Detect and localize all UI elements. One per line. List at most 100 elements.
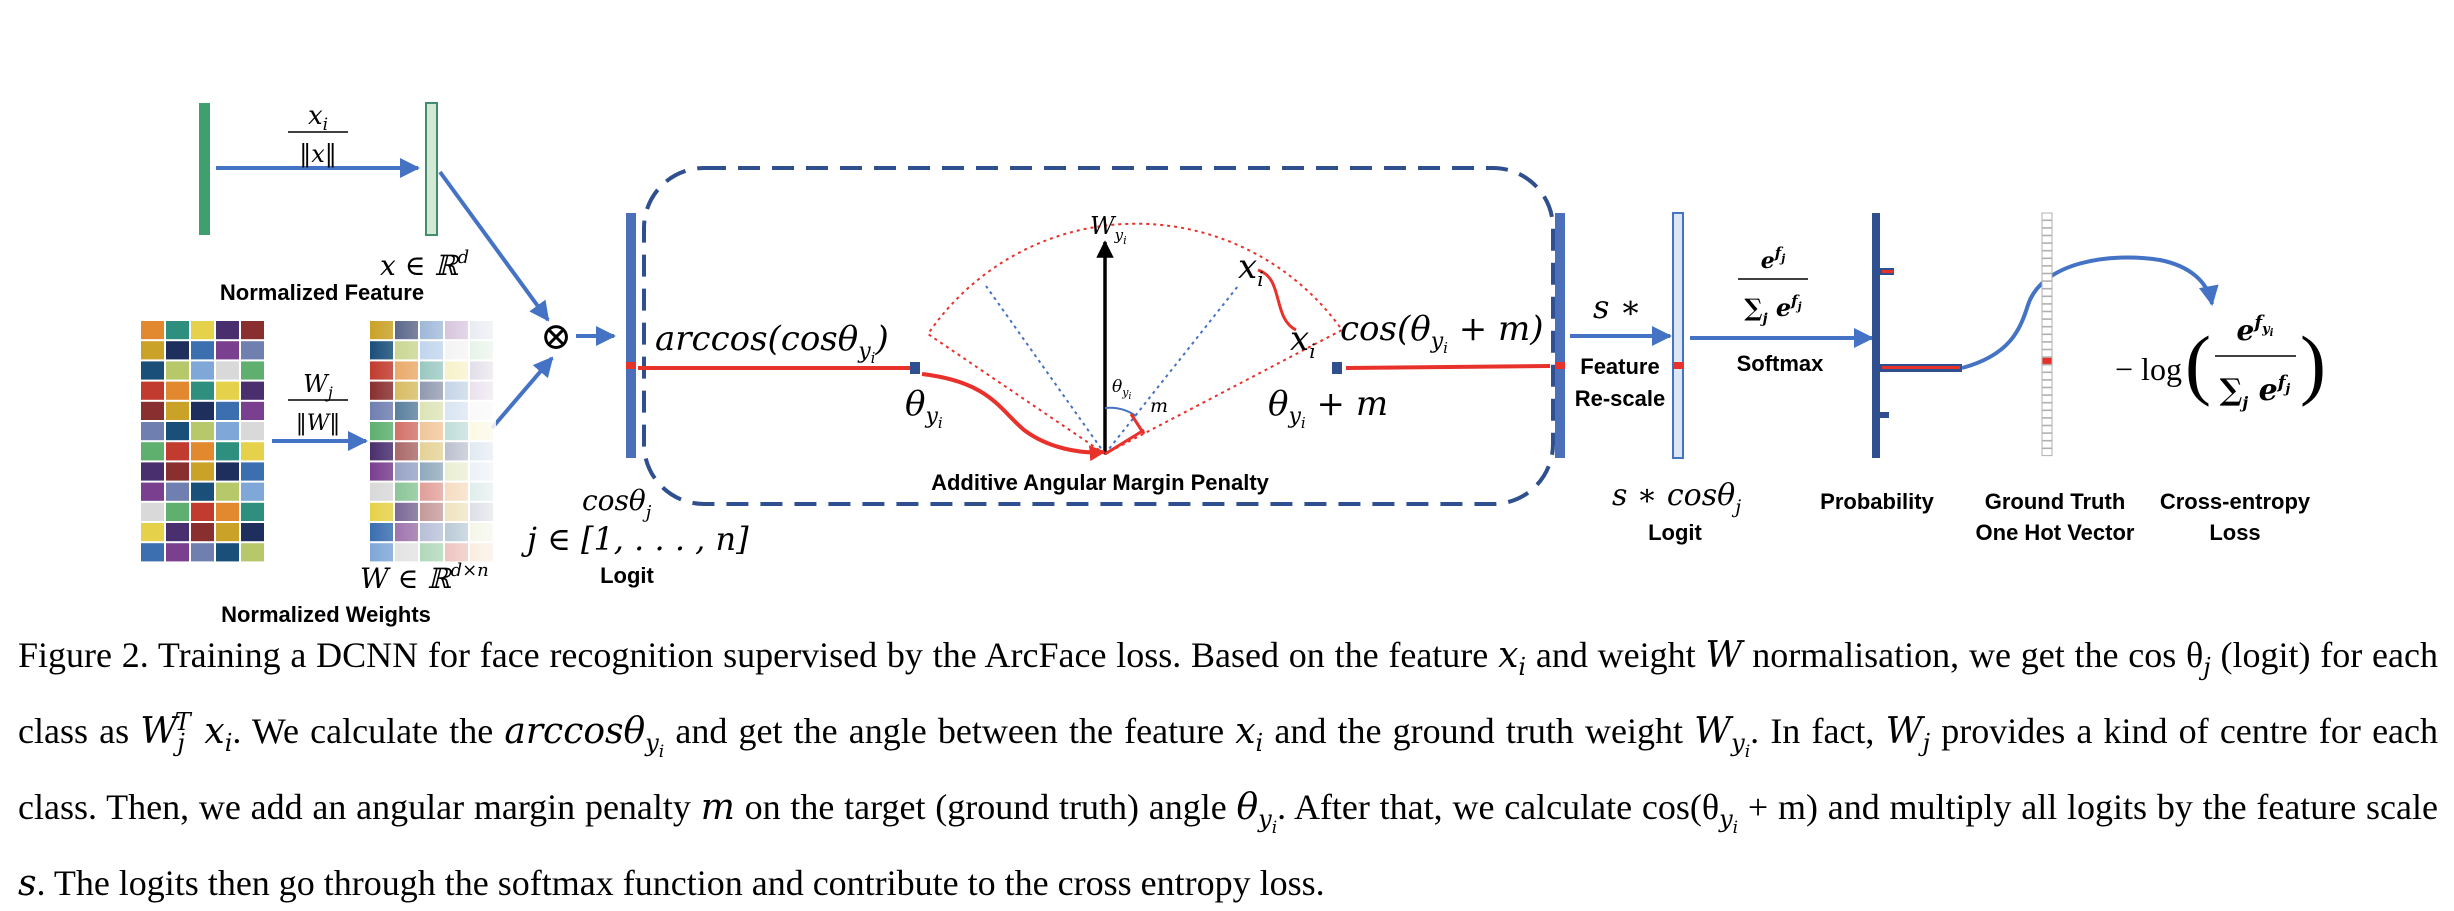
one-hot-cell (2041, 326, 2053, 335)
matrix-cell (166, 502, 189, 521)
one-hot-cell (2041, 212, 2053, 221)
cross-entropy-label-2: Loss (2209, 520, 2260, 545)
x-i-label-top: xi (1238, 247, 1264, 291)
feature-norm-bottom: ‖x‖ (299, 140, 337, 169)
matrix-cell (241, 361, 264, 380)
matrix-cell (191, 361, 214, 380)
x-i-label-right: xi (1290, 319, 1316, 363)
matrix-cell (141, 462, 164, 481)
one-hot-cell (2041, 372, 2053, 381)
matrix-cell (141, 341, 164, 360)
matrix-cell (241, 401, 264, 420)
one-hot-cell (2041, 288, 2053, 297)
cos-logit-bar (1555, 213, 1565, 458)
one-hot-cell (2041, 311, 2053, 320)
logit-label: Logit (600, 563, 654, 588)
loss-numerator: efyi (2237, 312, 2274, 347)
matrix-cell (166, 482, 189, 501)
one-hot-cell (2041, 394, 2053, 403)
matrix-cell (166, 543, 189, 562)
matrix-cell (191, 381, 214, 400)
matrix-cell (166, 401, 189, 420)
one-hot-cell (2041, 258, 2053, 267)
s-star-label: s ∗ (1593, 288, 1641, 326)
normalized-weight-fade (370, 321, 496, 563)
matrix-cell (241, 381, 264, 400)
one-hot-cell (2041, 250, 2053, 259)
matrix-cell (216, 401, 239, 420)
one-hot-cell (2041, 410, 2053, 419)
matrix-cell (241, 502, 264, 521)
theta-marker (910, 362, 920, 374)
matrix-cell (216, 341, 239, 360)
matrix-cell (216, 502, 239, 521)
matrix-cell (216, 361, 239, 380)
matrix-cell (141, 523, 164, 542)
matrix-cell (216, 442, 239, 461)
loss-denominator: ∑j efj (2220, 372, 2291, 412)
one-hot-cell (2041, 402, 2053, 411)
ground-truth-label-1: Ground Truth (1985, 489, 2126, 514)
matrix-cell (141, 401, 164, 420)
weight-space-label: W ∈ ℝd×n (360, 560, 489, 595)
matrix-cell (191, 341, 214, 360)
scaled-logit-bar (1672, 212, 1684, 459)
normalized-feature-bar (425, 102, 438, 236)
matrix-cell (191, 422, 214, 441)
additive-margin-label: Additive Angular Margin Penalty (931, 470, 1270, 495)
loss-curve-arrow (1961, 255, 2219, 370)
matrix-cell (166, 381, 189, 400)
s-cos-theta-label: s ∗ cosθj (1612, 478, 1741, 518)
matrix-cell (241, 341, 264, 360)
matrix-cell (241, 523, 264, 542)
probability-label: Probability (1820, 489, 1934, 514)
matrix-cell (216, 462, 239, 481)
matrix-cell (191, 502, 214, 521)
one-hot-cell (2041, 379, 2053, 388)
matrix-cell (216, 482, 239, 501)
one-hot-target-cell (2041, 356, 2053, 365)
matrix-cell (141, 321, 164, 340)
matrix-cell (191, 462, 214, 481)
neg-log-label: − log (2115, 351, 2182, 387)
cos-logit-bar-target (1555, 362, 1565, 369)
weight-norm-top: Wj (303, 370, 333, 402)
matrix-cell (141, 442, 164, 461)
matrix-cell (216, 523, 239, 542)
one-hot-cell (2041, 303, 2053, 312)
probability-bar (1872, 213, 1880, 458)
normalized-weights-label: Normalized Weights (221, 602, 431, 627)
one-hot-cell (2041, 425, 2053, 434)
class-range-label: j ∈ [1, . . . , n] (521, 520, 749, 558)
matrix-cell (141, 381, 164, 400)
feature-rescale-label-2: Re-scale (1575, 386, 1666, 411)
matrix-cell (191, 523, 214, 542)
matrix-cell (191, 482, 214, 501)
weight-matrix (141, 321, 264, 562)
matrix-cell (191, 321, 214, 340)
one-hot-cell (2041, 440, 2053, 449)
one-hot-vector (2041, 212, 2053, 457)
matrix-cell (241, 442, 264, 461)
softmax-label: Softmax (1737, 351, 1825, 376)
probability-tick-bottom (1880, 412, 1889, 418)
matrix-cell (191, 401, 214, 420)
matrix-cell (141, 543, 164, 562)
logit-label-2: Logit (1648, 520, 1702, 545)
matrix-cell (166, 361, 189, 380)
theta-yi-label: θyi (905, 384, 943, 432)
one-hot-cell (2041, 296, 2053, 305)
arcface-region-box (642, 166, 1555, 506)
one-hot-cell (2041, 220, 2053, 229)
figure-caption: Figure 2. Training a DCNN for face recog… (18, 635, 2438, 905)
matrix-cell (241, 482, 264, 501)
matrix-cell (141, 422, 164, 441)
cross-entropy-label-1: Cross-entropy (2160, 489, 2311, 514)
one-hot-cell (2041, 334, 2053, 343)
arccos-label: arccos(cosθyi) (655, 319, 889, 367)
theta-plus-m-label: θyi + m (1268, 384, 1388, 432)
one-hot-cell (2041, 265, 2053, 274)
matrix-cell (141, 361, 164, 380)
matrix-cell (166, 523, 189, 542)
